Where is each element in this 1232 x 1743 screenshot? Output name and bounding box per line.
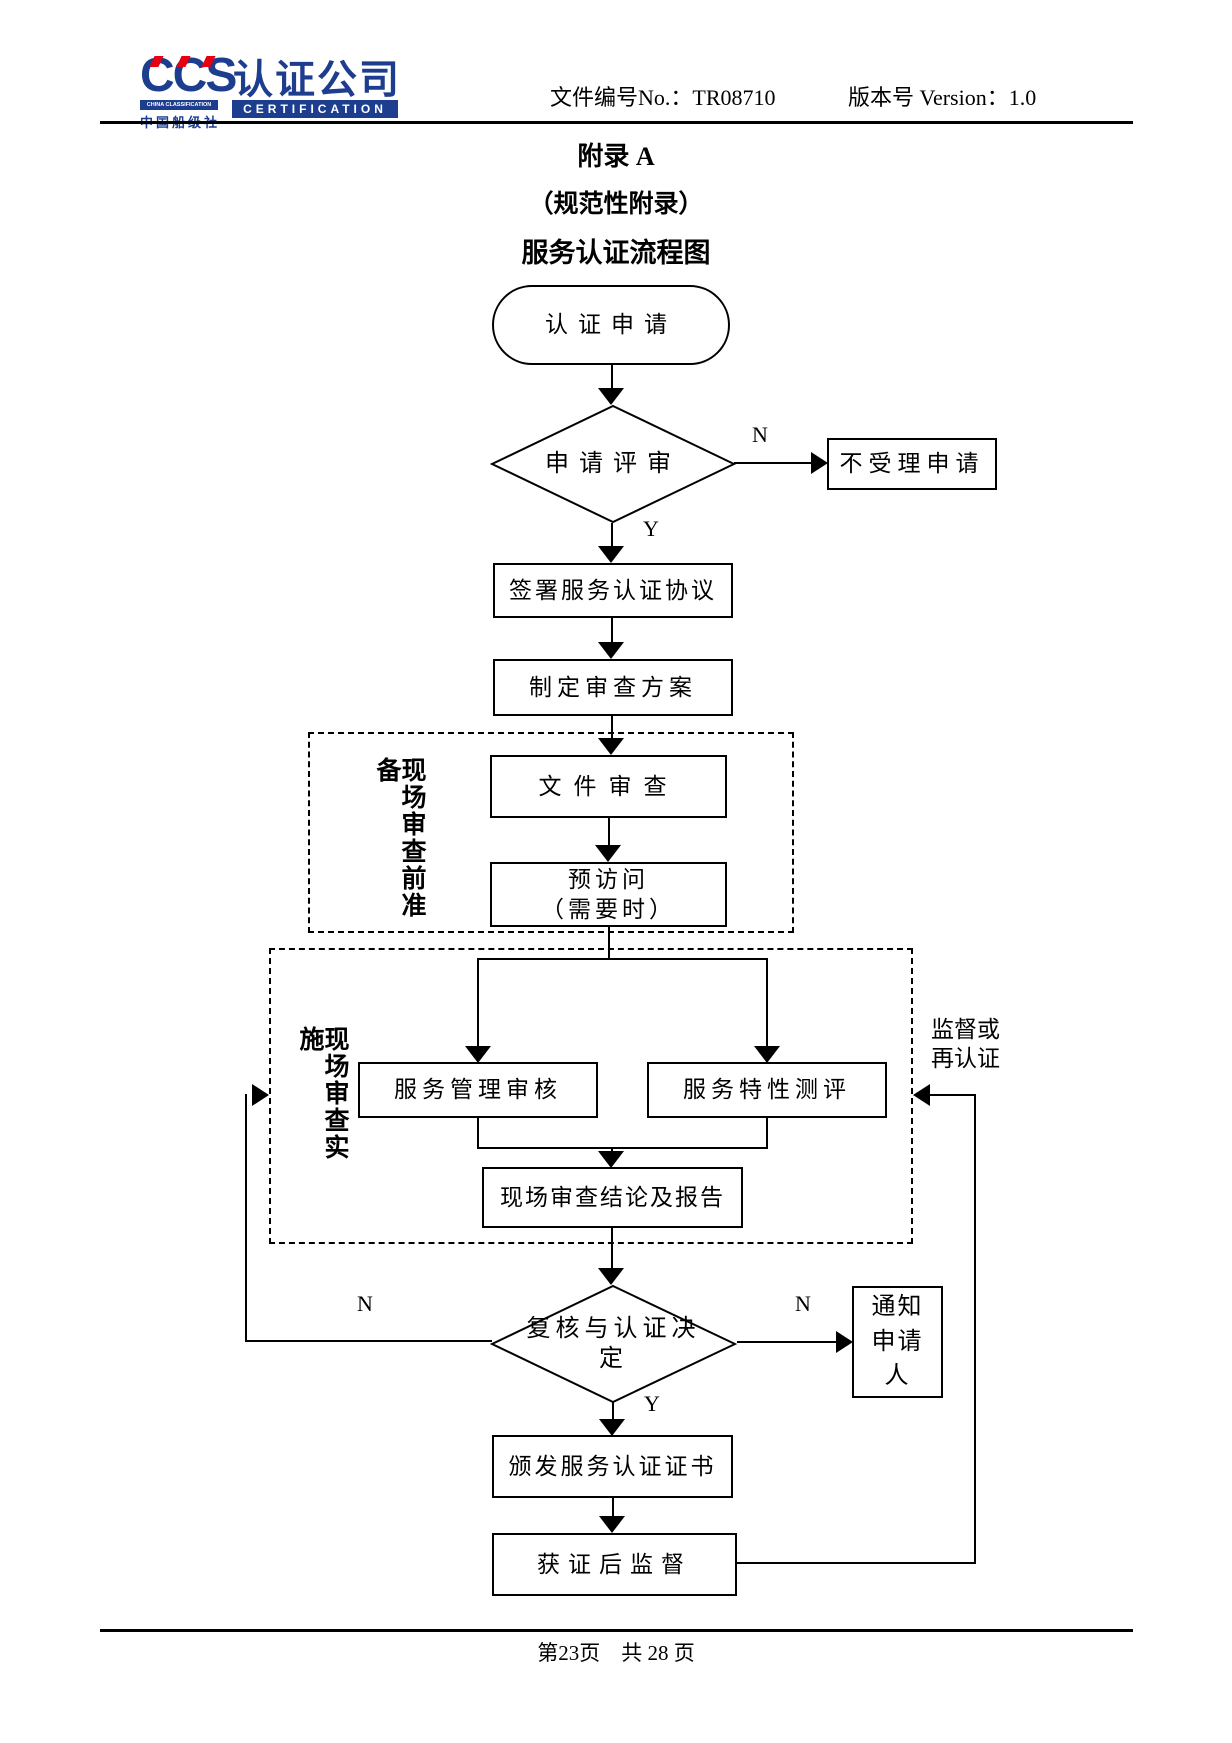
label-y1: Y [643, 516, 659, 541]
connector-previsit-split [608, 927, 610, 960]
feedback-right-vertical [974, 1094, 976, 1564]
group-onsite-audit-frame [269, 948, 913, 1244]
node-sign-agreement: 签署服务认证协议 [493, 563, 733, 618]
node-notify-applicant: 通知申请人 [852, 1286, 943, 1398]
notify-applicant-text: 通知申请人 [871, 1293, 924, 1390]
label-feedback-line2: 再认证 [931, 1045, 1000, 1071]
join-left-drop [477, 1118, 479, 1149]
arrowhead-plan [598, 642, 624, 659]
node-start: 认证申请 [492, 285, 730, 365]
title-normative: （规范性附录） [528, 191, 704, 218]
feedback-left-bottom [246, 1340, 492, 1342]
arrowhead-feedback-left [252, 1084, 269, 1106]
arrowhead-sign [598, 546, 624, 563]
feedback-right-top [928, 1094, 974, 1096]
arrowhead-previsit [595, 845, 621, 862]
node-mgmt-audit: 服务管理审核 [358, 1062, 598, 1118]
arrowhead-reject [811, 452, 828, 474]
previsit-line2: （需要时） [541, 896, 676, 922]
arrowhead-docreview [598, 738, 624, 755]
connector-review-sign [611, 523, 613, 549]
label-y2: Y [644, 1391, 660, 1416]
connector-review-reject [734, 462, 812, 464]
decision1-diamond-shape [490, 404, 736, 524]
final-decision-line2: 定 [599, 1346, 628, 1372]
connector-conclusion-decision [611, 1228, 613, 1270]
node-review-decision: 申请评审 [490, 404, 736, 524]
title-appendix: 附录 A [577, 142, 655, 171]
label-n2-right: N [795, 1291, 811, 1316]
arrowhead-supervision [599, 1516, 625, 1533]
node-make-plan: 制定审查方案 [493, 659, 733, 716]
node-post-cert-supervision: 获证后监督 [492, 1533, 737, 1596]
feedback-right-bottom [737, 1562, 976, 1564]
label-feedback: 监督或 再认证 [931, 1016, 1000, 1074]
connector-decision-notify [737, 1341, 837, 1343]
node-issue-certificate: 颁发服务认证证书 [492, 1435, 733, 1498]
arrowhead-char-eval [754, 1046, 780, 1063]
split-horizontal [477, 958, 768, 960]
split-right-drop [766, 958, 768, 1048]
society-bar: CHINA CLASSIFICATION SOCIETY [140, 100, 218, 118]
arrowhead-conclusion [598, 1151, 624, 1168]
label-feedback-line1: 监督或 [931, 1017, 1000, 1042]
arrowhead-issue [599, 1419, 625, 1436]
doc-version: 版本号 Version：1.0 [848, 85, 1037, 110]
node-doc-review: 文件审查 [490, 755, 727, 818]
certification-bar: CERTIFICATION [232, 100, 398, 118]
group-onsite-audit-label: 现场审查实施 [296, 1026, 349, 1161]
label-n1: N [752, 422, 768, 447]
connector-sign-plan [611, 618, 613, 644]
arrowhead-review [598, 388, 624, 405]
label-n2-left: N [357, 1291, 373, 1316]
connector-issue-supervision [612, 1498, 614, 1518]
connector-docreview-previsit [608, 818, 610, 846]
connector-decision-issue [612, 1402, 614, 1422]
connector-start-review [611, 363, 613, 391]
feedback-left-vertical [245, 1094, 247, 1342]
connector-plan-docreview [611, 716, 613, 740]
previsit-line1: 预访问 [568, 866, 649, 892]
node-characteristic-eval: 服务特性测评 [647, 1062, 887, 1118]
node-final-decision: 复核与认证决 定 [490, 1284, 737, 1404]
node-conclusion-report: 现场审查结论及报告 [482, 1167, 743, 1228]
title-flowchart: 服务认证流程图 [521, 238, 711, 268]
decision2-diamond-shape [490, 1284, 737, 1404]
arrowhead-notify [836, 1331, 853, 1353]
review-decision-text: 申请评审 [545, 451, 681, 477]
node-reject: 不受理申请 [827, 438, 997, 490]
doc-number: 文件编号No.：TR08710 [550, 85, 776, 110]
join-right-drop [766, 1118, 768, 1149]
node-previsit: 预访问 （需要时） [490, 862, 727, 927]
group-pre-audit-frame [308, 732, 794, 933]
header-rule [100, 121, 1133, 124]
group-pre-audit-label: 现场审查前准备 [373, 757, 426, 919]
arrowhead-mgmt-audit [465, 1046, 491, 1063]
arrowhead-decision2 [598, 1268, 624, 1285]
company-cn: 认证公司 [233, 58, 401, 102]
arrowhead-feedback-right [913, 1084, 930, 1106]
join-horizontal [477, 1147, 768, 1149]
ccs-logo: CCS CHINA CLASSIFICATION SOCIETY 中国船级社 认… [140, 52, 420, 130]
final-decision-line1: 复核与认证决 [526, 1316, 701, 1342]
footer-rule [100, 1629, 1133, 1632]
split-left-drop [477, 958, 479, 1048]
footer-page-info: 第23页 共 28 页 [537, 1641, 695, 1665]
